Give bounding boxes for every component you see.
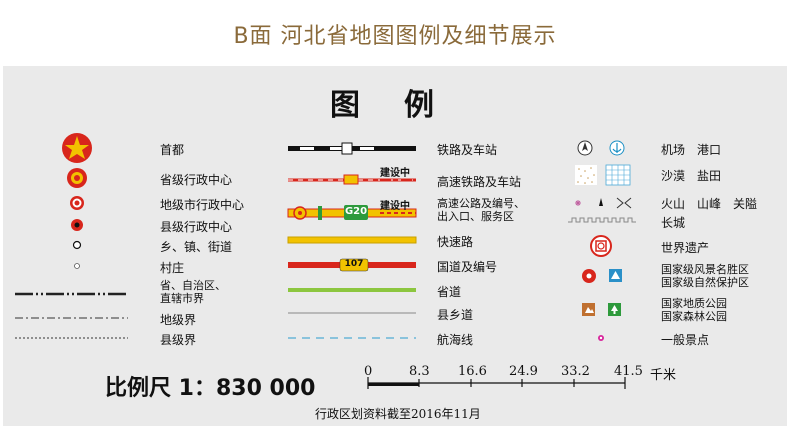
label-expressway: 高速公路及编号、 出入口、服务区	[437, 197, 525, 223]
scale-unit: 千米	[650, 368, 677, 383]
railway-line	[288, 142, 416, 155]
footnote: 行政区划资料截至2016年11月	[315, 407, 481, 421]
highway-code-badge: G20	[344, 206, 368, 217]
label-prefecture-boundary: 地级界	[160, 313, 197, 327]
label-express-road: 快速路	[437, 235, 474, 249]
peak-icon	[599, 198, 603, 206]
high-speed-railway-line	[288, 174, 416, 185]
scale-label: 比例尺 1：830 000	[105, 376, 316, 401]
airport-icon	[577, 140, 593, 156]
label-county-road: 县乡道	[437, 308, 474, 322]
label-provincial-boundary: 省、自治区、 直辖市界	[160, 279, 226, 305]
label-desert-saltfield: 沙漠 盐田	[661, 169, 722, 183]
scale-tick-3: 24.9	[509, 364, 538, 379]
label-general-scenic: 一般景点	[661, 333, 710, 347]
port-icon	[609, 140, 625, 156]
prefecture-center-icon	[70, 196, 84, 210]
nature-reserve-icon	[609, 269, 622, 282]
scale-tick-2: 16.6	[458, 364, 487, 379]
forest-park-icon	[608, 303, 621, 316]
label-capital: 首都	[160, 143, 185, 157]
label-peaks: 火山 山峰 关隘	[661, 197, 758, 211]
label-railway: 铁路及车站	[437, 143, 498, 157]
provincial-center-icon	[67, 168, 87, 188]
express-road-line	[287, 236, 417, 244]
label-prefecture-center: 地级市行政中心	[160, 198, 245, 212]
scale-tick-4: 33.2	[561, 364, 590, 379]
label-airport-port: 机场 港口	[661, 143, 722, 157]
label-great-wall: 长城	[661, 216, 686, 230]
legend-heading: 图例	[330, 88, 478, 123]
legend-panel	[3, 66, 787, 426]
page-title: B面 河北省地图图例及细节展示	[233, 24, 557, 49]
scale-tick-5: 41.5	[614, 364, 643, 379]
label-village: 村庄	[160, 261, 185, 275]
village-icon	[74, 263, 80, 269]
label-county-boundary: 县级界	[160, 333, 197, 347]
provincial-road-line	[288, 288, 416, 292]
scale-bar-fill	[368, 383, 419, 386]
label-scenic-reserve: 国家级风景名胜区 国家级自然保护区	[661, 263, 749, 289]
scenic-area-icon	[582, 269, 596, 283]
county-center-icon	[71, 219, 83, 231]
label-town: 乡、镇、街道	[160, 240, 233, 254]
scenic-spot-icon	[598, 335, 604, 341]
world-heritage-icon	[590, 235, 612, 257]
scale-tick-0: 0	[364, 364, 373, 379]
expressway-line	[287, 205, 417, 220]
desert-icon	[575, 165, 597, 185]
under-construction-label-1: 建设中	[380, 168, 410, 179]
town-icon	[72, 240, 82, 250]
capital-icon	[62, 133, 92, 163]
national-road-line	[288, 258, 416, 272]
volcano-icon	[575, 200, 581, 206]
pass-icon	[616, 197, 632, 209]
label-high-speed-railway: 高速铁路及车站	[437, 175, 522, 189]
label-sea-route: 航海线	[437, 333, 474, 347]
under-construction-label-2: 建设中	[380, 201, 410, 212]
label-world-heritage: 世界遗产	[661, 241, 710, 255]
label-national-road: 国道及编号	[437, 260, 498, 274]
label-geopark-forest: 国家地质公园 国家森林公园	[661, 297, 727, 323]
salt-field-icon	[605, 164, 631, 186]
geopark-icon	[582, 303, 595, 316]
label-provincial-center: 省级行政中心	[160, 173, 233, 187]
label-county-center: 县级行政中心	[160, 220, 233, 234]
national-road-code-badge: 107	[344, 259, 364, 269]
label-provincial-road: 省道	[437, 285, 462, 299]
scale-tick-1: 8.3	[409, 364, 430, 379]
great-wall-icon	[568, 217, 636, 223]
